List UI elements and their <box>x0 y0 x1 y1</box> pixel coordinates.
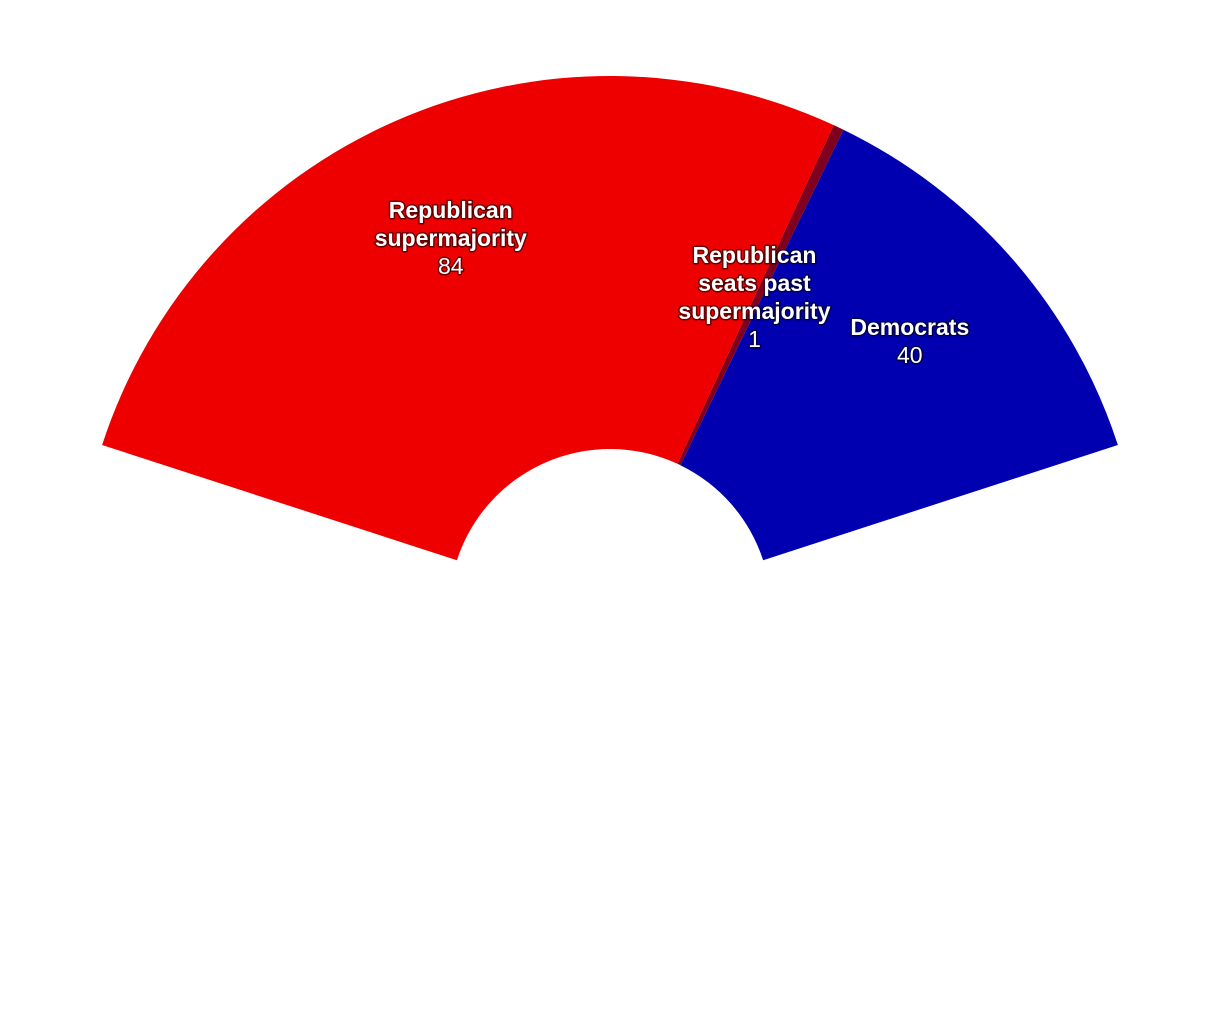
label-name-line: Republican <box>389 197 513 223</box>
label-name-line: seats past <box>698 270 811 296</box>
label-name-line: supermajority <box>678 298 830 324</box>
label-name-line: supermajority <box>375 225 527 251</box>
slice-democrats <box>680 129 1118 561</box>
slice-republican-supermajority <box>102 76 834 561</box>
label-value: 1 <box>748 326 761 352</box>
label-value: 84 <box>438 253 464 279</box>
label-name-line: Democrats <box>850 314 969 340</box>
label-name-line: Republican <box>692 242 816 268</box>
label-value: 40 <box>897 342 923 368</box>
slice-republican-seats-past-supermajority <box>677 125 844 466</box>
chart-slices <box>102 76 1118 561</box>
